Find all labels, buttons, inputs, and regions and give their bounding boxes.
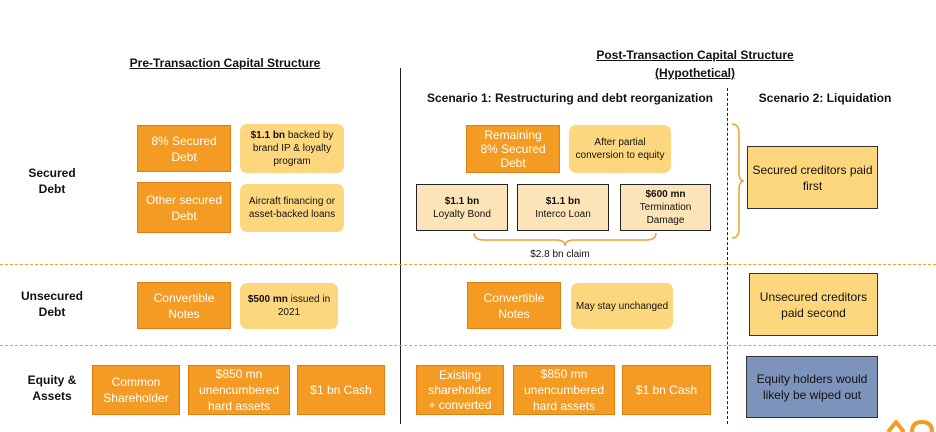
s1-loyalty-bond-amount: $1.1 bn: [444, 195, 480, 207]
pre-equity-common-box: Common Shareholder: [92, 365, 180, 415]
s2-unsecured-box: Unsecured creditors paid second: [749, 273, 878, 336]
row-label-unsecured: Unsecured Debt: [20, 289, 84, 319]
scenario1-title: Scenario 1: Restructuring and debt reorg…: [426, 91, 714, 105]
s1-loyalty-bond-box: $1.1 bn Loyalty Bond: [416, 184, 508, 231]
s1-equity-shareholder-box: Existing shareholder + converted: [416, 365, 504, 415]
secured-bracket-icon: [731, 123, 745, 239]
s1-equity-cash-box: $1 bn Cash: [622, 365, 711, 415]
claim-bracket-icon: [473, 232, 657, 247]
s1-convertible-box: Convertible Notes: [467, 282, 561, 329]
pre-secured-debt-box: 8% Secured Debt: [137, 125, 231, 172]
pre-convertible-desc: issued in 2021: [277, 294, 331, 318]
row-divider-secured-unsecured: [0, 264, 936, 265]
row-label-secured: Secured Debt: [28, 166, 76, 196]
pre-other-secured-box: Other secured Debt: [137, 182, 231, 233]
scenario-divider: [727, 88, 728, 424]
brand-logo-icon: [886, 420, 934, 432]
s1-interco-loan-amount: $1.1 bn: [545, 195, 581, 207]
s2-secured-box: Secured creditors paid first: [747, 146, 878, 209]
s1-termination-label: Termination Damage: [639, 202, 692, 226]
row-label-equity: Equity & Assets: [27, 373, 77, 403]
post-transaction-title: Post-Transaction Capital Structure: [596, 48, 794, 62]
row-divider-unsecured-equity: [0, 345, 936, 346]
pre-equity-assets-box: $850 mn unencumbered hard assets: [188, 365, 290, 415]
pre-post-divider: [400, 68, 401, 424]
pre-secured-debt-amount: $1.1 bn: [250, 130, 286, 141]
s1-interco-loan-box: $1.1 bn Interco Loan: [517, 184, 609, 231]
s1-interco-loan-label: Interco Loan: [535, 208, 591, 220]
post-transaction-subtitle: (Hypothetical): [654, 66, 735, 80]
s1-remaining-secured-box: Remaining 8% Secured Debt: [466, 125, 560, 173]
pre-convertible-note: $500 mn issued in 2021: [240, 283, 338, 329]
s2-equity-box: Equity holders would likely be wiped out: [746, 356, 878, 418]
pre-secured-debt-desc: backed by brand IP & loyalty program: [252, 130, 334, 167]
scenario2-title: Scenario 2: Liquidation: [758, 91, 892, 105]
s1-convertible-note: May stay unchanged: [571, 283, 673, 329]
s1-loyalty-bond-label: Loyalty Bond: [433, 208, 491, 220]
s1-equity-assets-box: $850 mn unencumbered hard assets: [513, 365, 615, 415]
pre-convertible-box: Convertible Notes: [137, 282, 231, 329]
s1-termination-amount: $600 mn: [645, 189, 686, 200]
pre-other-secured-note: Aircraft financing or asset-backed loans: [240, 184, 344, 232]
pre-equity-cash-box: $1 bn Cash: [297, 365, 385, 415]
pre-transaction-title: Pre-Transaction Capital Structure: [129, 56, 321, 70]
s1-claim-label: $2.8 bn claim: [530, 249, 590, 260]
s1-remaining-secured-note: After partial conversion to equity: [569, 125, 671, 173]
pre-secured-debt-note: $1.1 bn backed by brand IP & loyalty pro…: [240, 124, 344, 173]
pre-convertible-amount: $500 mn: [247, 294, 288, 305]
s1-termination-damage-box: $600 mn Termination Damage: [620, 184, 711, 231]
